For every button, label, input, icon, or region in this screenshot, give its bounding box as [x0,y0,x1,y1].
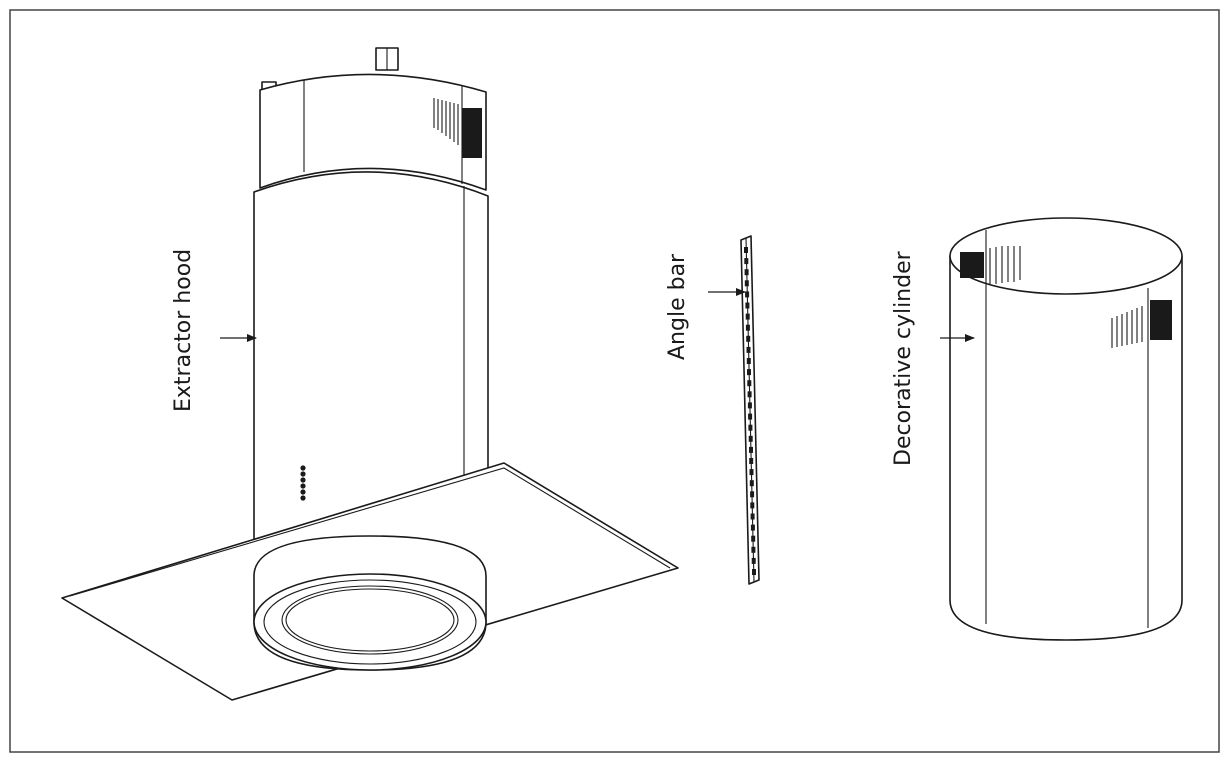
angle-bar-hole [749,446,753,453]
angle-bar-holes [744,247,756,575]
vent-slots-inner [960,246,1021,284]
extractor-hood-illustration [61,47,679,701]
angle-bar-hole [750,513,755,520]
angle-bar-hole [748,424,753,431]
angle-bar-hole [750,524,755,531]
angle-bar-hole [745,302,750,309]
angle-bar-hole [746,335,751,342]
angle-bar-hole [750,491,755,498]
angle-bar-hole [749,458,754,464]
angle-bar-illustration [708,235,760,585]
angle-bar-hole [747,391,752,398]
diagram-frame [9,9,1220,753]
angle-bar-hole [744,269,749,276]
extractor-hood-label: Extractor hood [171,249,196,412]
angle-bar-hole [747,402,752,409]
angle-bar-hole [744,247,748,253]
angle-bar-hole [750,502,755,509]
hood-body [253,171,489,541]
angle-bar-hole [751,535,756,542]
control-buttons [300,465,306,501]
angle-bar-hole [745,291,750,298]
upper-chimney [259,73,487,191]
angle-bar-hole [751,546,756,553]
angle-bar-hole [748,413,753,420]
angle-bar-hole [746,346,751,353]
angle-bar-label: Angle bar [665,253,690,360]
angle-bar-hole [745,313,750,320]
angle-bar-hole [751,557,756,564]
angle-bar-hole [744,280,749,287]
angle-bar-hole [746,358,751,364]
angle-bar-hole [749,480,754,487]
angle-bar-hole [752,569,756,575]
angle-bar-hole [745,324,750,331]
angle-bar-hole [747,369,751,376]
angle-bar-hole [749,469,754,476]
vent-slots-outer [1111,300,1172,348]
angle-bar-hole [747,380,752,387]
angle-bar-hole [744,258,749,265]
vent-slots-upper [433,98,482,158]
angle-bar-hole [748,435,753,442]
decorative-cylinder-illustration [940,217,1183,641]
decorative-cylinder-label: Decorative cylinder [891,250,916,466]
filter-housing [253,535,487,671]
